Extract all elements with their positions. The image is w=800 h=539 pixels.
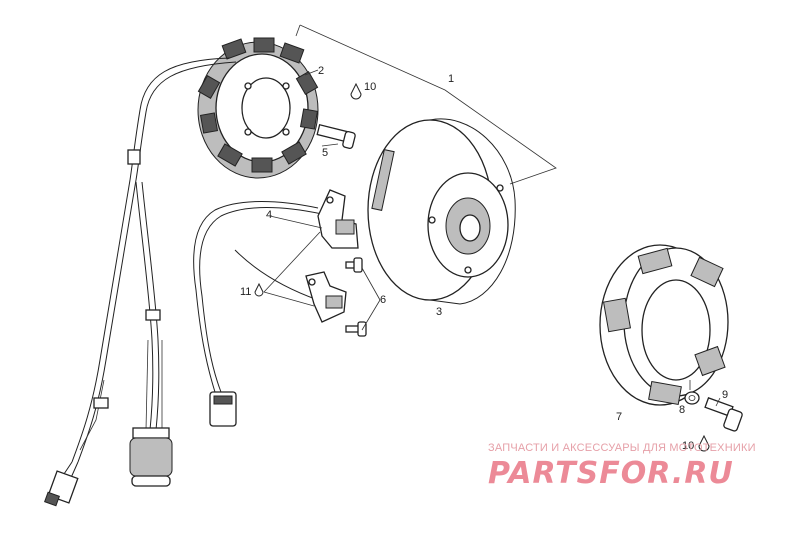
callout-3: 3 — [436, 306, 442, 318]
stator — [197, 37, 319, 179]
flywheel-rotor — [367, 118, 516, 305]
pickup-sensor-lower — [305, 271, 347, 323]
callout-5: 5 — [322, 147, 328, 159]
pickup-sensor-cable — [193, 201, 323, 393]
starter-clutch-housing — [599, 244, 729, 406]
watermark: ЗАПЧАСТИ И АКСЕССУАРЫ ДЛЯ МОТОТЕХНИКИ PA… — [488, 442, 788, 491]
callout-8: 8 — [679, 404, 685, 416]
stator-bolt — [316, 123, 356, 149]
leader-lines — [263, 24, 721, 407]
sensor-screw-lower — [345, 321, 367, 337]
callout-2: 2 — [318, 65, 324, 77]
callout-10-bottom: 10 — [682, 440, 694, 452]
clutch-bolt — [704, 397, 743, 432]
callout-10-top: 10 — [364, 81, 376, 93]
stator-wire-harness — [71, 57, 237, 463]
harness-plug-small-connector — [44, 461, 79, 507]
washer — [684, 391, 700, 405]
pickup-sensor-upper — [317, 189, 359, 249]
threadlock-drop-icon — [350, 82, 362, 100]
watermark-brand: PARTSFOR.RU — [488, 456, 734, 491]
callout-7: 7 — [616, 411, 622, 423]
watermark-tagline: ЗАПЧАСТИ И АКСЕССУАРЫ ДЛЯ МОТОТЕХНИКИ — [488, 442, 756, 454]
sealant-drop-icon — [254, 282, 264, 297]
callout-11: 11 — [240, 286, 251, 298]
callout-4: 4 — [266, 209, 272, 221]
callout-9: 9 — [722, 389, 728, 401]
harness-plug-round-connector — [129, 427, 173, 487]
sensor-cable-plug — [209, 391, 237, 427]
callout-1: 1 — [448, 73, 454, 85]
callout-6: 6 — [380, 294, 386, 306]
sensor-screw-upper — [345, 257, 363, 273]
threadlock-drop-icon — [698, 434, 710, 452]
